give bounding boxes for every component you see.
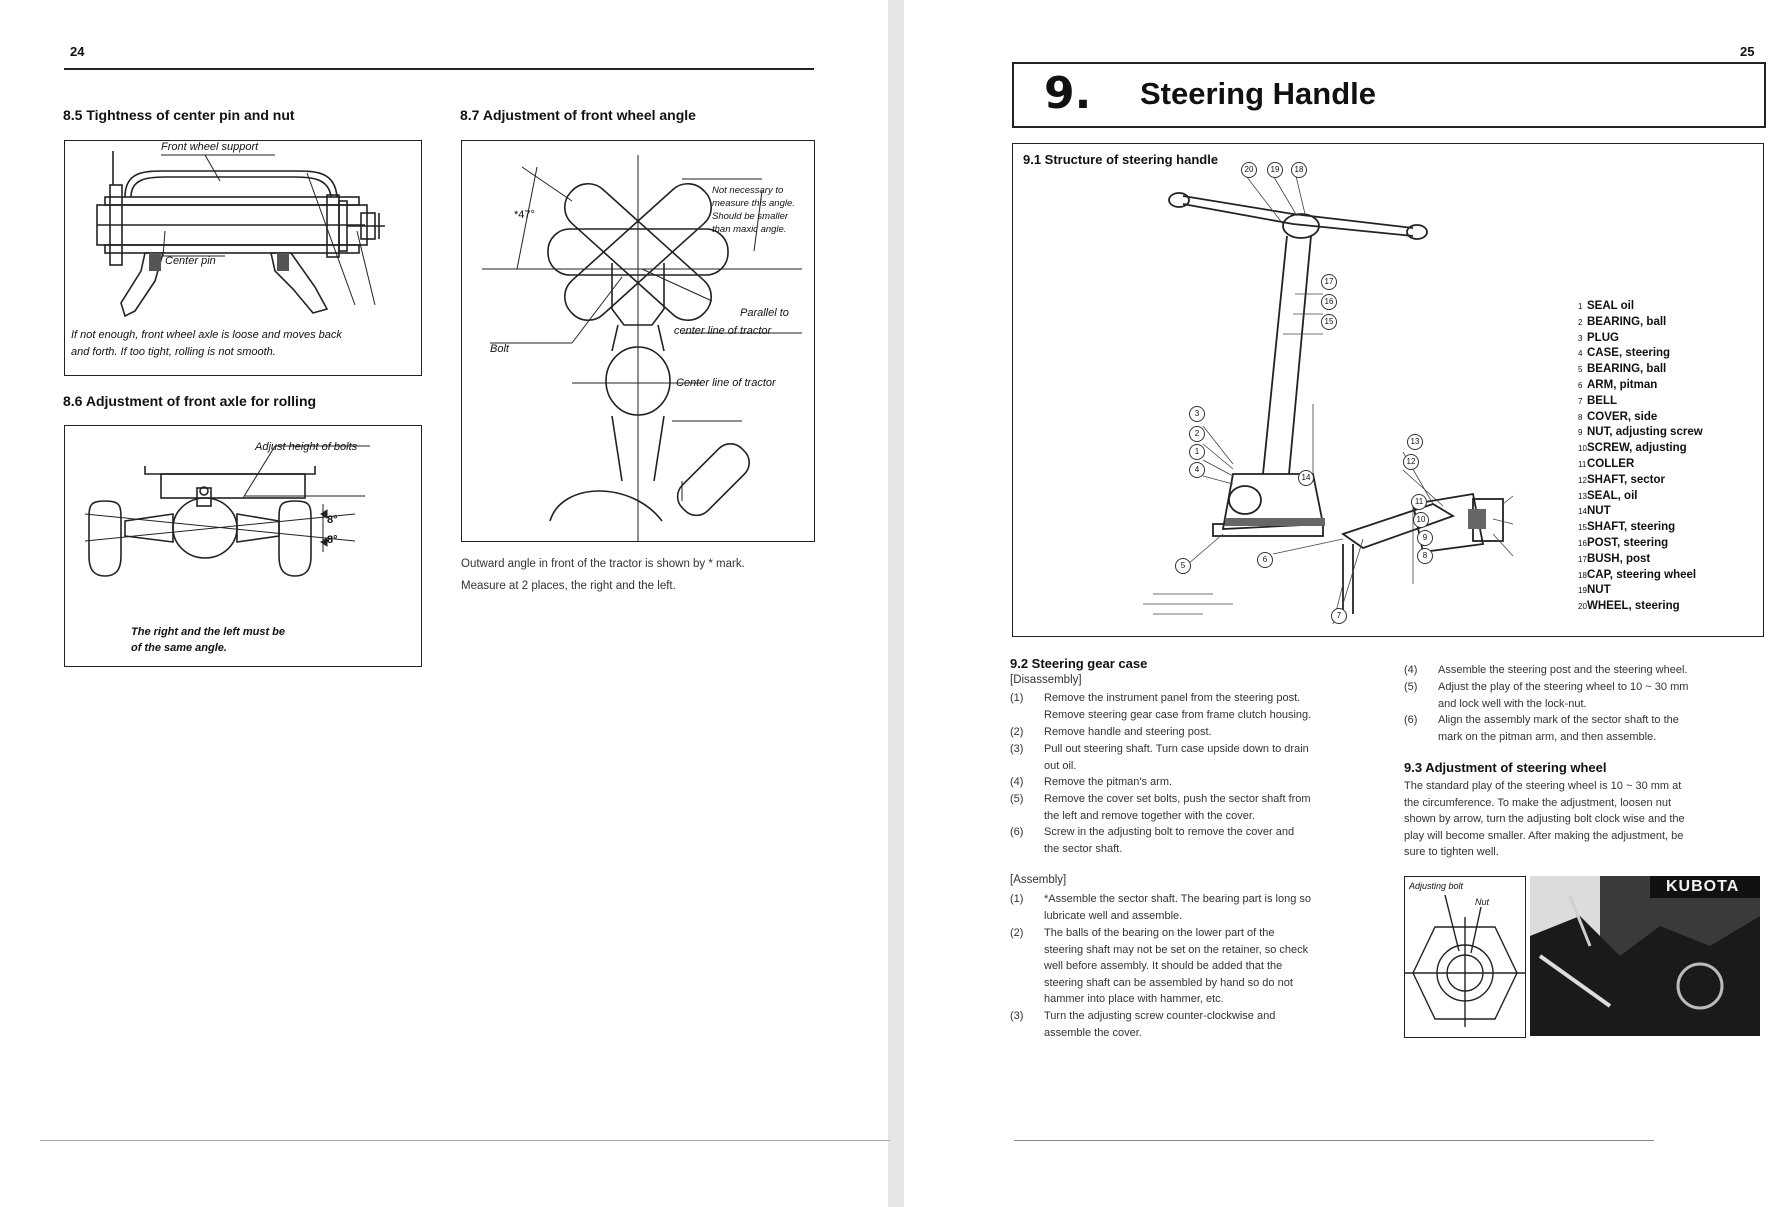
left-page: 24 8.5 Tightness of center pin and nut — [0, 0, 890, 1207]
part-item: 10SCREW, adjusting — [1578, 442, 1687, 455]
callout-8: 8 — [1417, 548, 1433, 564]
angle-lower: 8° — [327, 534, 338, 546]
callout-15: 15 — [1321, 314, 1337, 330]
part-item: 14NUT — [1578, 505, 1611, 518]
assembly-label: [Assembly] — [1010, 874, 1067, 886]
section-9-1-title: 9.1 Structure of steering handle — [1023, 152, 1219, 167]
front-axle-drawing — [84, 445, 370, 577]
right-page: 25 9. Steering Handle 9.1 Structure of s… — [904, 0, 1787, 1207]
page-number: 24 — [70, 44, 85, 59]
photo-brand-text: KUBOTA — [1666, 878, 1740, 895]
center-pin-drawing — [96, 151, 385, 318]
callout-19: 19 — [1267, 162, 1283, 178]
section-8-6-title: 8.6 Adjustment of front axle for rolling — [63, 393, 317, 409]
callout-3: 3 — [1189, 406, 1205, 422]
label-nut: Nut — [1475, 897, 1490, 907]
note-line-2: and forth. If too tight, rolling is not … — [71, 346, 276, 358]
label-parallel-1: Parallel to — [740, 307, 789, 319]
callout-5: 5 — [1175, 558, 1191, 574]
callout-7: 7 — [1331, 608, 1347, 624]
photo-tractor-steering: KUBOTA — [1530, 876, 1760, 1036]
chapter-title: Steering Handle — [1140, 76, 1376, 111]
callout-10: 10 — [1413, 512, 1429, 528]
angle-upper: 8° — [327, 514, 338, 526]
part-item: 12SHAFT, sector — [1578, 473, 1665, 486]
figure-center-pin: Front wheel support Center pin If not en… — [64, 140, 422, 376]
part-item: 20WHEEL, steering — [1578, 600, 1680, 613]
callout-1: 1 — [1189, 444, 1205, 460]
callout-18: 18 — [1291, 162, 1307, 178]
label-adjust-height: Adjust height of bolts — [255, 441, 358, 453]
part-item: 13SEAL, oil — [1578, 489, 1638, 502]
note-line-2: measure this angle. — [712, 198, 795, 209]
footer-rule — [40, 1140, 890, 1141]
part-item: 18CAP, steering wheel — [1578, 568, 1697, 581]
caption-line-1: Outward angle in front of the tractor is… — [461, 558, 745, 570]
label-front-wheel-support: Front wheel support — [161, 141, 259, 153]
footer-rule — [1014, 1140, 1654, 1141]
callout-14: 14 — [1298, 470, 1314, 486]
note-line-2: of the same angle. — [131, 642, 227, 654]
label-center-line: Center line of tractor — [676, 377, 776, 389]
front-wheel-angle-drawing — [482, 155, 802, 541]
page-number: 25 — [1740, 44, 1755, 59]
figure-front-axle-rolling: Adjust height of bolts 8° 8° The right a… — [64, 425, 422, 667]
callout-16: 16 — [1321, 294, 1337, 310]
callout-17: 17 — [1321, 274, 1337, 290]
section-9-3-body: The standard play of the steering wheel … — [1404, 780, 1685, 858]
section-9-2-title: 9.2 Steering gear case — [1010, 656, 1148, 671]
callout-11: 11 — [1411, 494, 1427, 510]
callout-12: 12 — [1403, 454, 1419, 470]
callout-13: 13 — [1407, 434, 1423, 450]
note-line-4: than maxic angle. — [712, 224, 787, 235]
note-line-1: If not enough, front wheel axle is loose… — [71, 329, 342, 341]
hex-nut-drawing — [1405, 894, 1525, 1027]
disassembly-label: [Disassembly] — [1010, 674, 1082, 686]
part-item: 19NUT — [1578, 584, 1611, 597]
steering-assembly-drawing — [1143, 171, 1514, 625]
note-line-1: The right and the left must be — [131, 626, 286, 638]
figure-front-wheel-angle: *47° Not necessary to measure this angle… — [461, 140, 815, 542]
caption-line-2: Measure at 2 places, the right and the l… — [461, 580, 676, 592]
callout-20: 20 — [1241, 162, 1257, 178]
photo-graphic — [1530, 876, 1760, 1036]
callout-9: 9 — [1417, 530, 1433, 546]
callout-4: 4 — [1189, 462, 1205, 478]
angle-47: *47° — [514, 209, 535, 221]
section-8-7-title: 8.7 Adjustment of front wheel angle — [460, 107, 696, 123]
figure-adjusting-bolt: Adjusting bolt Nut — [1404, 876, 1526, 1038]
label-bolt: Bolt — [490, 343, 509, 355]
label-center-pin: Center pin — [165, 255, 216, 267]
label-parallel-2: center line of tractor — [674, 325, 772, 337]
part-item: 17BUSH, post — [1578, 552, 1651, 565]
note-line-3: Should be smaller — [712, 211, 789, 222]
label-adjusting-bolt: Adjusting bolt — [1409, 881, 1464, 891]
chapter-title-box: 9. Steering Handle — [1012, 62, 1766, 128]
figure-steering-structure: 9.1 Structure of steering handle — [1012, 143, 1764, 637]
header-rule — [64, 68, 814, 70]
chapter-number: 9. — [1044, 68, 1092, 119]
part-item: 15SHAFT, steering — [1578, 521, 1676, 534]
note-line-1: Not necessary to — [712, 185, 784, 196]
callout-2: 2 — [1189, 426, 1205, 442]
callout-6: 6 — [1257, 552, 1273, 568]
part-item: 11COLLER — [1578, 457, 1635, 470]
section-9-3-title: 9.3 Adjustment of steering wheel — [1404, 760, 1607, 775]
part-item: 16POST, steering — [1578, 536, 1669, 549]
section-8-5-title: 8.5 Tightness of center pin and nut — [63, 107, 295, 123]
